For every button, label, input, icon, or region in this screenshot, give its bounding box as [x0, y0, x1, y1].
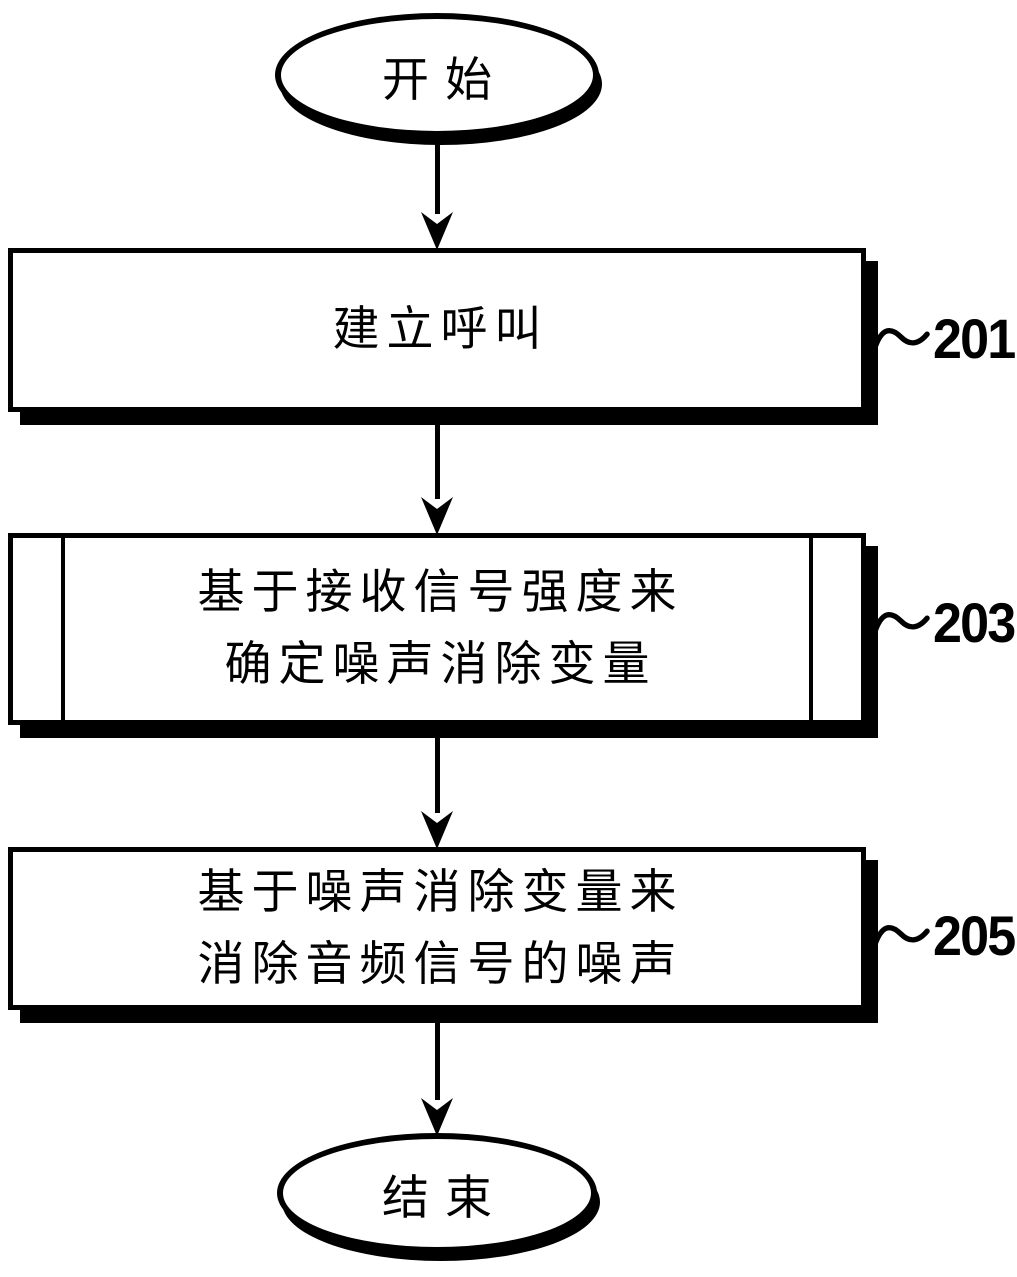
start-terminal-label: 开始 — [382, 52, 508, 108]
step-box-201: 建立呼叫 — [8, 248, 866, 412]
ref-number: 201 — [933, 307, 1016, 370]
flow-arrow-201-to-203 — [421, 424, 453, 535]
tilde-connector-icon — [872, 328, 930, 351]
ref-label-205: 205 — [872, 908, 1017, 964]
predefined-process-right-bar — [809, 538, 813, 720]
flow-arrow-start-to-201 — [421, 134, 453, 250]
arrow-shaft — [434, 736, 440, 813]
ref-number: 203 — [933, 591, 1016, 654]
tilde-connector-icon — [872, 612, 930, 635]
step-box-205: 基于噪声消除变量来 消除音频信号的噪声 — [8, 847, 866, 1010]
step-201-text: 建立呼叫 — [332, 302, 549, 357]
arrow-shaft — [434, 424, 440, 499]
end-terminal: 结束 — [277, 1133, 597, 1253]
step-203-text-line1: 基于接收信号强度来 — [197, 565, 684, 620]
flow-arrow-203-to-205 — [421, 736, 453, 849]
ref-number: 205 — [933, 904, 1016, 967]
arrowhead-down-icon — [421, 212, 453, 250]
arrow-shaft — [434, 134, 440, 214]
arrowhead-down-icon — [421, 497, 453, 535]
step-205-text-line2: 消除音频信号的噪声 — [197, 936, 684, 992]
flow-arrow-205-to-end — [421, 1021, 453, 1136]
tilde-connector-icon — [872, 925, 930, 948]
ref-label-203: 203 — [872, 595, 1017, 651]
end-terminal-label: 结束 — [382, 1170, 508, 1226]
predefined-process-left-bar — [61, 538, 65, 720]
arrowhead-down-icon — [421, 811, 453, 849]
step-205-text-line1: 基于噪声消除变量来 — [197, 864, 684, 920]
ref-label-201: 201 — [872, 311, 1017, 367]
start-terminal: 开始 — [275, 13, 599, 137]
arrowhead-down-icon — [421, 1098, 453, 1136]
step-box-203: 基于接收信号强度来 确定噪声消除变量 — [8, 533, 866, 725]
step-203-text-line2: 确定噪声消除变量 — [224, 637, 657, 692]
arrow-shaft — [434, 1021, 440, 1100]
